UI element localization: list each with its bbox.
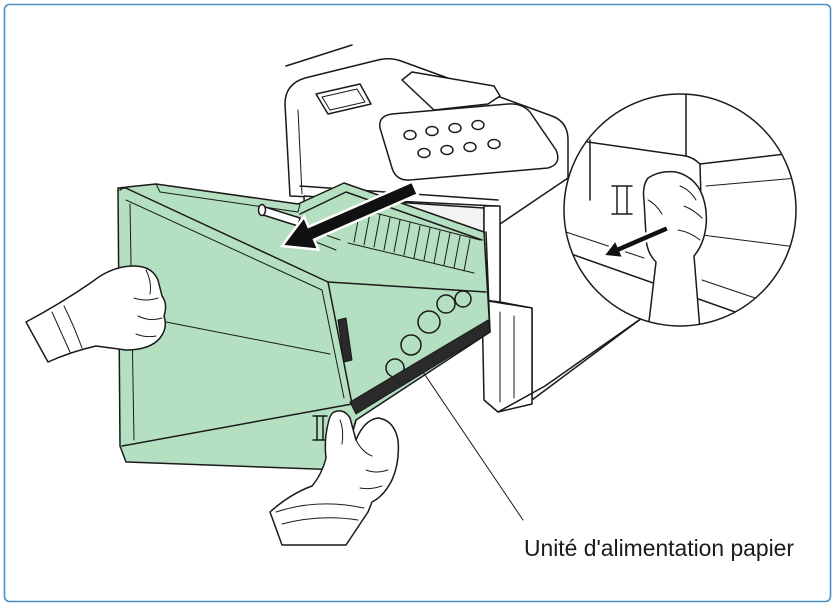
- right-hand: [269, 410, 400, 546]
- control-button: [425, 125, 439, 137]
- inset-hand-outline: [642, 170, 708, 326]
- unit-front-seam: [165, 321, 331, 355]
- tray-marker-ii: [312, 415, 328, 441]
- unit-roller: [454, 290, 472, 308]
- left-hand-outline: [25, 265, 167, 363]
- inset-tray-marker-ii: [611, 185, 633, 215]
- lower-front-panel: [481, 299, 533, 413]
- unit-side-bracket: [337, 317, 353, 363]
- display-window: [315, 83, 372, 115]
- control-button: [403, 129, 417, 141]
- unit-roller: [436, 294, 456, 314]
- right-hand-outline: [269, 410, 400, 546]
- unit-top-plate-edge: [299, 191, 483, 241]
- inset-pull-arrow: [600, 223, 672, 260]
- control-button: [487, 138, 501, 150]
- unit-top-roller-cap: [257, 203, 267, 217]
- unit-front-top-edge: [119, 187, 329, 283]
- unit-front-right-edge: [327, 281, 353, 405]
- unit-side-top-edge: [327, 281, 487, 293]
- callout-leader-line: [422, 371, 524, 521]
- unit-top-inner-edge: [155, 183, 301, 213]
- printer-back-edge: [285, 44, 353, 67]
- left-hand: [25, 265, 167, 363]
- control-button: [463, 141, 477, 153]
- lower-front-details: [499, 311, 515, 403]
- unit-front-right-inner: [321, 289, 345, 399]
- left-hand-cuff: [51, 305, 83, 353]
- control-button: [440, 144, 454, 156]
- control-button: [417, 147, 431, 159]
- paper-guide-ribs: [353, 209, 471, 272]
- printer-left-pillar-edge: [297, 109, 303, 195]
- display-window-inner: [321, 88, 366, 111]
- detail-inset: [563, 93, 797, 327]
- unit-side-right-edge: [485, 231, 491, 333]
- left-hand-fingers: [133, 269, 163, 338]
- callout-label: Unité d'alimentation papier: [524, 535, 794, 561]
- unit-front-bottom-edge: [121, 403, 353, 447]
- printer-base-line: [497, 317, 643, 413]
- inset-hand-fingers: [647, 185, 703, 241]
- paper-feed-unit: [117, 182, 491, 471]
- unit-roller: [400, 334, 422, 356]
- control-buttons: [403, 119, 501, 159]
- inset-right-face: [701, 175, 796, 251]
- unit-bottom-rail: [349, 319, 491, 415]
- unit-roller: [417, 310, 441, 334]
- unit-front-top-inner: [125, 199, 323, 291]
- pull-direction-arrow: [279, 179, 420, 252]
- inset-content: [564, 94, 796, 326]
- right-hand-fingers: [339, 419, 389, 490]
- control-button: [471, 119, 485, 131]
- inset-outline: [563, 93, 797, 327]
- right-hand-cuff: [275, 503, 365, 525]
- control-button: [448, 122, 462, 134]
